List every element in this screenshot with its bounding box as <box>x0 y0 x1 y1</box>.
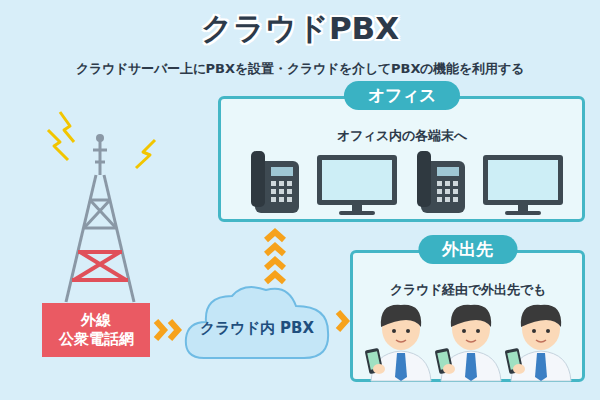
lightning <box>48 130 68 160</box>
flow-connector <box>156 321 178 339</box>
handset <box>417 151 431 207</box>
panel-heading: オフィス <box>344 81 460 110</box>
key <box>279 181 284 186</box>
handset <box>251 151 265 207</box>
chevron <box>170 321 178 339</box>
key <box>287 189 292 194</box>
chevron <box>266 232 284 240</box>
key <box>453 189 458 194</box>
mouth <box>536 340 546 342</box>
tie <box>535 353 547 381</box>
shape <box>271 167 293 176</box>
screen <box>322 160 392 200</box>
flow-connector <box>266 232 284 282</box>
mouth <box>396 340 406 342</box>
lightning <box>60 112 74 142</box>
key <box>287 197 292 202</box>
monitor <box>317 155 397 205</box>
shirt <box>371 351 431 381</box>
eye <box>462 329 466 333</box>
chevron <box>266 246 284 254</box>
key <box>271 181 276 186</box>
eye <box>392 329 396 333</box>
chevron <box>266 260 284 268</box>
flow-connector <box>338 312 346 330</box>
hand <box>373 364 385 374</box>
hand <box>443 364 455 374</box>
office-illustration <box>221 99 588 225</box>
network-box: 外線 公衆電話網 <box>42 303 150 357</box>
panel-heading: 外出先 <box>418 235 517 264</box>
node-text: 外線 公衆電話網 <box>46 311 146 349</box>
key <box>453 197 458 202</box>
cloud-outline <box>186 287 328 358</box>
chevron <box>338 312 346 330</box>
hair <box>451 305 491 327</box>
key <box>445 181 450 186</box>
region-panel: オフィスオフィス内の各端末へ <box>218 96 585 222</box>
lightning <box>136 140 155 168</box>
key <box>279 189 284 194</box>
key <box>445 189 450 194</box>
monitor <box>483 155 563 205</box>
eye <box>406 329 410 333</box>
key <box>271 197 276 202</box>
hand <box>513 364 525 374</box>
key <box>453 181 458 186</box>
shape <box>339 211 375 215</box>
shape <box>505 211 541 215</box>
shirt <box>511 351 571 381</box>
key <box>445 197 450 202</box>
subtitle: クラウドサーバー上にPBXを設置・クラウドを介してPBXの機能を利用する <box>0 60 600 78</box>
eye <box>532 329 536 333</box>
shape <box>437 167 459 176</box>
shirt <box>441 351 501 381</box>
cloud-node: クラウド内 PBX <box>182 280 332 362</box>
chevron <box>266 274 284 282</box>
hair <box>381 305 421 327</box>
eye <box>546 329 550 333</box>
region-panel: 外出先クラウド経由で外出先でも <box>350 250 585 382</box>
eye <box>476 329 480 333</box>
hair <box>521 305 561 327</box>
title: クラウドPBX <box>0 8 600 50</box>
chevron <box>156 321 164 339</box>
key <box>279 197 284 202</box>
key <box>271 189 276 194</box>
tie <box>465 353 477 381</box>
mouth <box>466 340 476 342</box>
people-illustration <box>353 253 588 385</box>
key <box>437 197 442 202</box>
screen <box>488 160 558 200</box>
key <box>437 189 442 194</box>
panel-text: オフィス内の各端末へ <box>221 127 582 145</box>
node-text: クラウド内 PBX <box>200 319 314 337</box>
key <box>287 181 292 186</box>
panel-text: クラウド経由で外出先でも <box>353 281 582 299</box>
key <box>437 181 442 186</box>
tie <box>395 353 407 381</box>
